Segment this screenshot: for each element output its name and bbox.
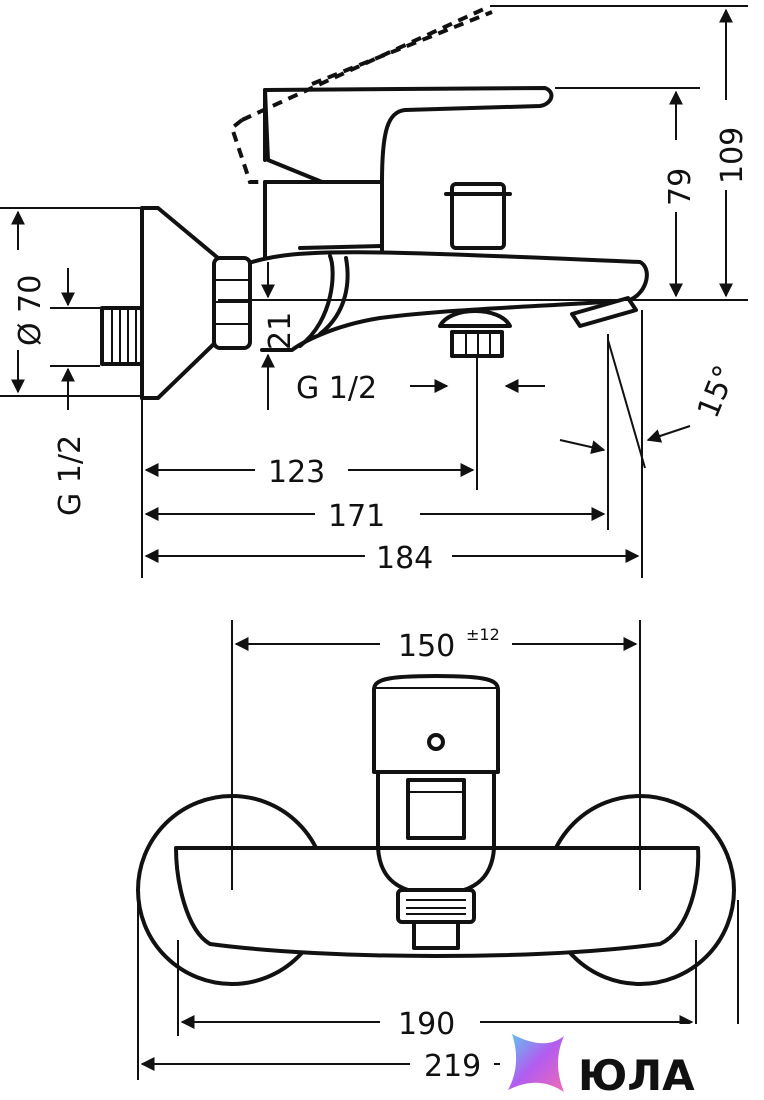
watermark-text: ЮЛА xyxy=(578,1051,695,1100)
front-neck xyxy=(376,770,496,896)
dim-184-label: 184 xyxy=(376,541,433,576)
dim-109-label: 109 xyxy=(715,127,750,184)
dim-150-tolerance-label: ±12 xyxy=(466,625,500,644)
dim-219-label: 219 xyxy=(424,1049,481,1084)
watermark-logo-icon xyxy=(508,1034,564,1092)
extension-lines xyxy=(0,5,748,578)
dim-thread-bottom-label: G 1/2 xyxy=(296,371,377,406)
front-view: 150 ±12 190 219 xyxy=(136,620,739,1084)
spout-aerator xyxy=(570,296,638,328)
wall-rosette xyxy=(140,206,220,400)
dim-190-label: 190 xyxy=(398,1007,455,1042)
watermark: ЮЛА xyxy=(500,1024,764,1100)
wall-connector xyxy=(100,306,144,366)
dim-79-label: 79 xyxy=(663,168,698,206)
lever-handle xyxy=(263,86,554,184)
lever-raised-outline xyxy=(229,6,493,184)
front-spout xyxy=(396,888,476,950)
dim-21-label: 21 xyxy=(263,312,298,350)
dim-thread-left-label: G 1/2 xyxy=(53,435,88,516)
diverter-knob xyxy=(444,182,512,250)
dim-171-label: 171 xyxy=(328,499,385,534)
dim-123-label: 123 xyxy=(268,455,325,490)
dim-150-label: 150 xyxy=(398,629,455,664)
side-view: Ø 70 G 1/2 21 79 109 G 1/2 15° 123 171 1… xyxy=(0,5,750,578)
dimension-lines xyxy=(11,8,733,563)
front-lever xyxy=(372,674,500,774)
bottom-outlet xyxy=(438,309,512,358)
dim-angle-label: 15° xyxy=(691,361,743,423)
union-nut xyxy=(212,256,252,350)
dim-diameter-label: Ø 70 xyxy=(13,275,48,346)
